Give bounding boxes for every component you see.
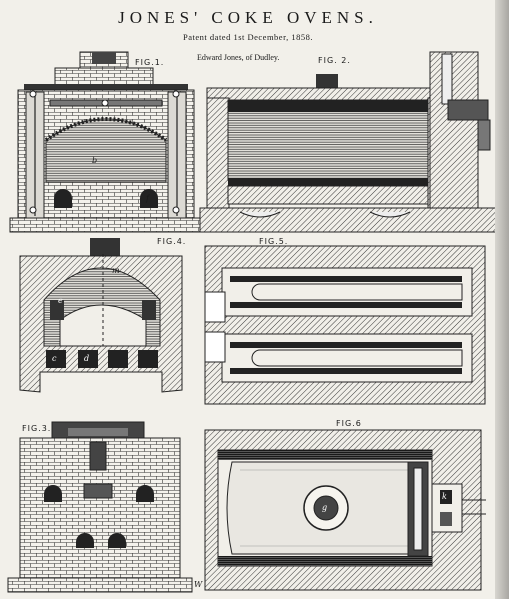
letter-k: k	[442, 492, 448, 501]
page-title: JONES' COKE OVENS.	[118, 8, 378, 27]
figure-2-longitudinal-section	[199, 51, 497, 233]
letter-e: e	[58, 296, 64, 305]
fig1-label: FIG.1.	[135, 58, 165, 67]
letter-g: g	[322, 503, 329, 512]
inventor-credit: Edward Jones, of Dudley.	[197, 53, 280, 62]
fig2-label: FIG. 2.	[318, 56, 351, 65]
fig6-label: FIG.6	[336, 419, 362, 428]
letter-d: d	[84, 354, 91, 363]
fig5-label: FIG.5.	[259, 237, 289, 246]
engraver-mark: W	[194, 580, 204, 589]
figure-6-plan-view	[204, 429, 486, 591]
fig3-label: FIG.3.	[22, 424, 52, 433]
letter-c: c	[52, 354, 58, 363]
patent-date: Patent dated 1st December, 1858.	[183, 32, 313, 42]
figure-5-plan-section	[204, 245, 486, 405]
figure-3-rear-elevation	[7, 421, 193, 593]
fig4-label: FIG.4.	[157, 237, 187, 246]
figure-1-front-elevation	[9, 51, 203, 233]
figure-4-cross-section	[19, 238, 183, 393]
letter-f: f	[146, 194, 150, 203]
page-edge-shadow	[495, 0, 509, 599]
letter-m: m	[112, 266, 121, 275]
letter-b: b	[92, 156, 99, 165]
